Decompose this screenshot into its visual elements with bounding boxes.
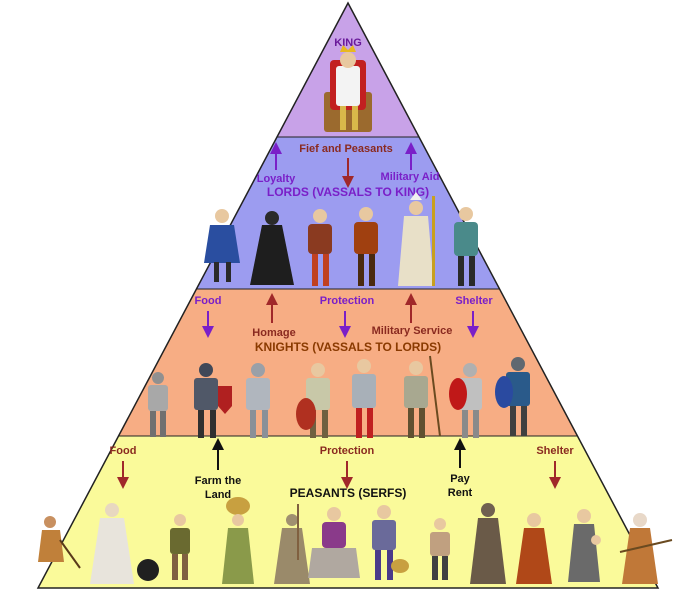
label-farm-the-land-line1: Farm the [195, 475, 241, 487]
label-fief-and-peasants: Fief and Peasants [299, 143, 393, 155]
label-shelter-upper: Shelter [455, 295, 493, 307]
figure-peasant-woman-pot [90, 503, 159, 584]
figure-knight-shield-blue [495, 357, 530, 436]
king-figure [324, 45, 372, 132]
pyramid-outline [36, 1, 660, 589]
figure-peasant-woman [516, 513, 552, 584]
figure-peasant-seated [308, 507, 360, 578]
figure-monk-brown [470, 503, 506, 584]
figure-noble-man-red [354, 207, 378, 286]
figure-peasant-woman-rake [619, 513, 673, 584]
figure-knight-sword-shield [194, 363, 232, 438]
figure-knight-shield-cross [296, 363, 330, 438]
tier-title-peasants: PEASANTS (SERFS) [290, 486, 407, 500]
figure-peasant-sword-basket [372, 505, 409, 580]
label-military-aid: Military Aid [381, 171, 440, 183]
figure-bishop [398, 192, 435, 286]
label-farm-the-land-line2: Land [205, 489, 231, 501]
knights-figures [148, 355, 530, 438]
arrows-lords-knights [202, 293, 479, 338]
figure-peasant-woman-basket [222, 497, 254, 584]
tier-title-king: KING [334, 37, 362, 49]
figure-blacksmith [430, 518, 450, 580]
tier-title-lords: LORDS (VASSALS TO KING) [267, 185, 429, 199]
arrows-king-lords [270, 142, 417, 188]
figure-monk-hooded [250, 211, 294, 285]
figure-knight-spear [404, 355, 441, 438]
label-military-service: Military Service [372, 325, 453, 337]
figure-lady-noble [204, 209, 240, 282]
figure-peasant-man-pan [170, 514, 190, 580]
label-protection-upper: Protection [320, 295, 375, 307]
figure-noble-man-green [454, 207, 478, 286]
label-food-lower: Food [110, 445, 137, 457]
tier-peasants-band [38, 436, 658, 588]
figure-knight-red [352, 359, 376, 438]
arrows-knights-peasants [117, 438, 561, 489]
figure-knight-red-shield [449, 363, 482, 438]
figure-peasant-woman-child [568, 509, 601, 582]
label-protection-lower: Protection [320, 445, 375, 457]
figure-knight-axe [148, 372, 168, 437]
figure-peasant-hoe [38, 516, 81, 569]
label-pay-rent-line2: Rent [448, 487, 473, 499]
tier-title-knights: KNIGHTS (VASSALS TO LORDS) [255, 340, 441, 354]
figure-knight-armored [246, 363, 270, 438]
label-pay-rent-line1: Pay [450, 473, 470, 485]
figure-noble-man [308, 209, 332, 286]
peasants-figures [38, 497, 673, 584]
label-shelter-lower: Shelter [536, 445, 574, 457]
label-homage: Homage [252, 327, 295, 339]
label-loyalty: Loyalty [257, 173, 296, 185]
label-food-upper: Food [195, 295, 222, 307]
lords-figures [204, 192, 478, 286]
tier-knights-band [118, 289, 578, 436]
figure-monk-cross [274, 504, 310, 584]
